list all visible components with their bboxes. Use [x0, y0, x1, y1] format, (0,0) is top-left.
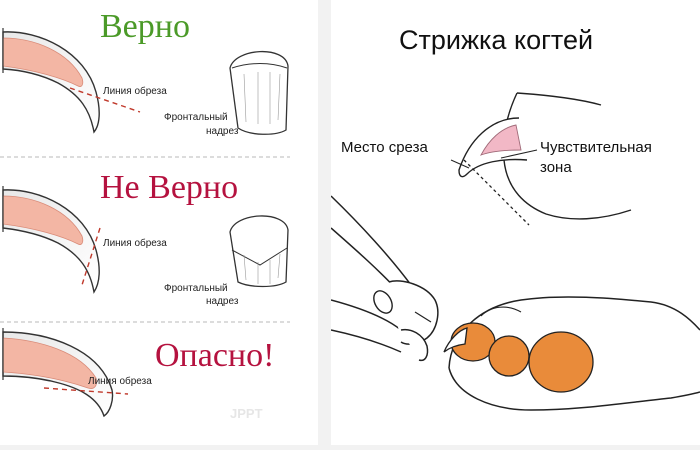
cut-place-pointer — [450, 159, 470, 169]
frontal-label-incorrect-1: Фронтальный — [164, 283, 228, 294]
claw-correct — [2, 28, 100, 134]
frontal-claw-correct — [229, 50, 289, 135]
section-dangerous: Опасно! Линия обреза JPPT — [2, 328, 274, 421]
extended-claw — [443, 327, 468, 353]
claw-cutting-guide-panel: Верно Линия обреза Фронтальный надрез Не… — [0, 0, 318, 445]
frontal-label-incorrect-2: надрез — [206, 296, 239, 307]
cat-paw — [443, 296, 700, 411]
cut-label-dangerous: Линия обреза — [88, 375, 152, 387]
frontal-label-correct-1: Фронтальный — [164, 112, 228, 123]
cut-place-label: Место среза — [341, 139, 428, 156]
sensitive-zone-pointer — [500, 149, 538, 159]
toe-with-claw — [458, 92, 632, 220]
frontal-label-correct-2: надрез — [206, 126, 239, 137]
heading-correct: Верно — [100, 8, 190, 45]
cut-line-incorrect — [81, 227, 101, 286]
heading-dangerous: Опасно! — [155, 337, 274, 374]
cut-label-incorrect: Линия обреза — [103, 237, 167, 249]
nail-clipper — [330, 195, 439, 362]
claw-incorrect — [2, 186, 100, 294]
section-incorrect: Не Верно Линия обреза Фронтальный надрез — [2, 169, 289, 307]
claw-trimming-illustration: Стрижка когтей Место среза Чувствительна… — [330, 25, 700, 411]
panel-title: Стрижка когтей — [399, 25, 593, 55]
claw-guide-illustration: Верно Линия обреза Фронтальный надрез Не… — [0, 8, 290, 421]
sensitive-zone-label-2: зона — [540, 159, 572, 176]
toe-pad-2 — [488, 335, 530, 377]
cut-line-correct — [69, 87, 141, 113]
sensitive-zone-label-1: Чувствительная — [540, 139, 652, 156]
heading-incorrect: Не Верно — [100, 169, 238, 206]
claw-trimming-panel: Стрижка когтей Место среза Чувствительна… — [330, 0, 700, 445]
cut-label-correct: Линия обреза — [103, 85, 167, 97]
cut-place-line — [463, 159, 530, 226]
section-correct: Верно Линия обреза Фронтальный надрез — [2, 8, 289, 137]
claw-dangerous — [2, 328, 114, 418]
watermark: JPPT — [230, 406, 263, 421]
frontal-claw-incorrect — [229, 215, 289, 288]
main-paw-pad — [528, 331, 594, 393]
